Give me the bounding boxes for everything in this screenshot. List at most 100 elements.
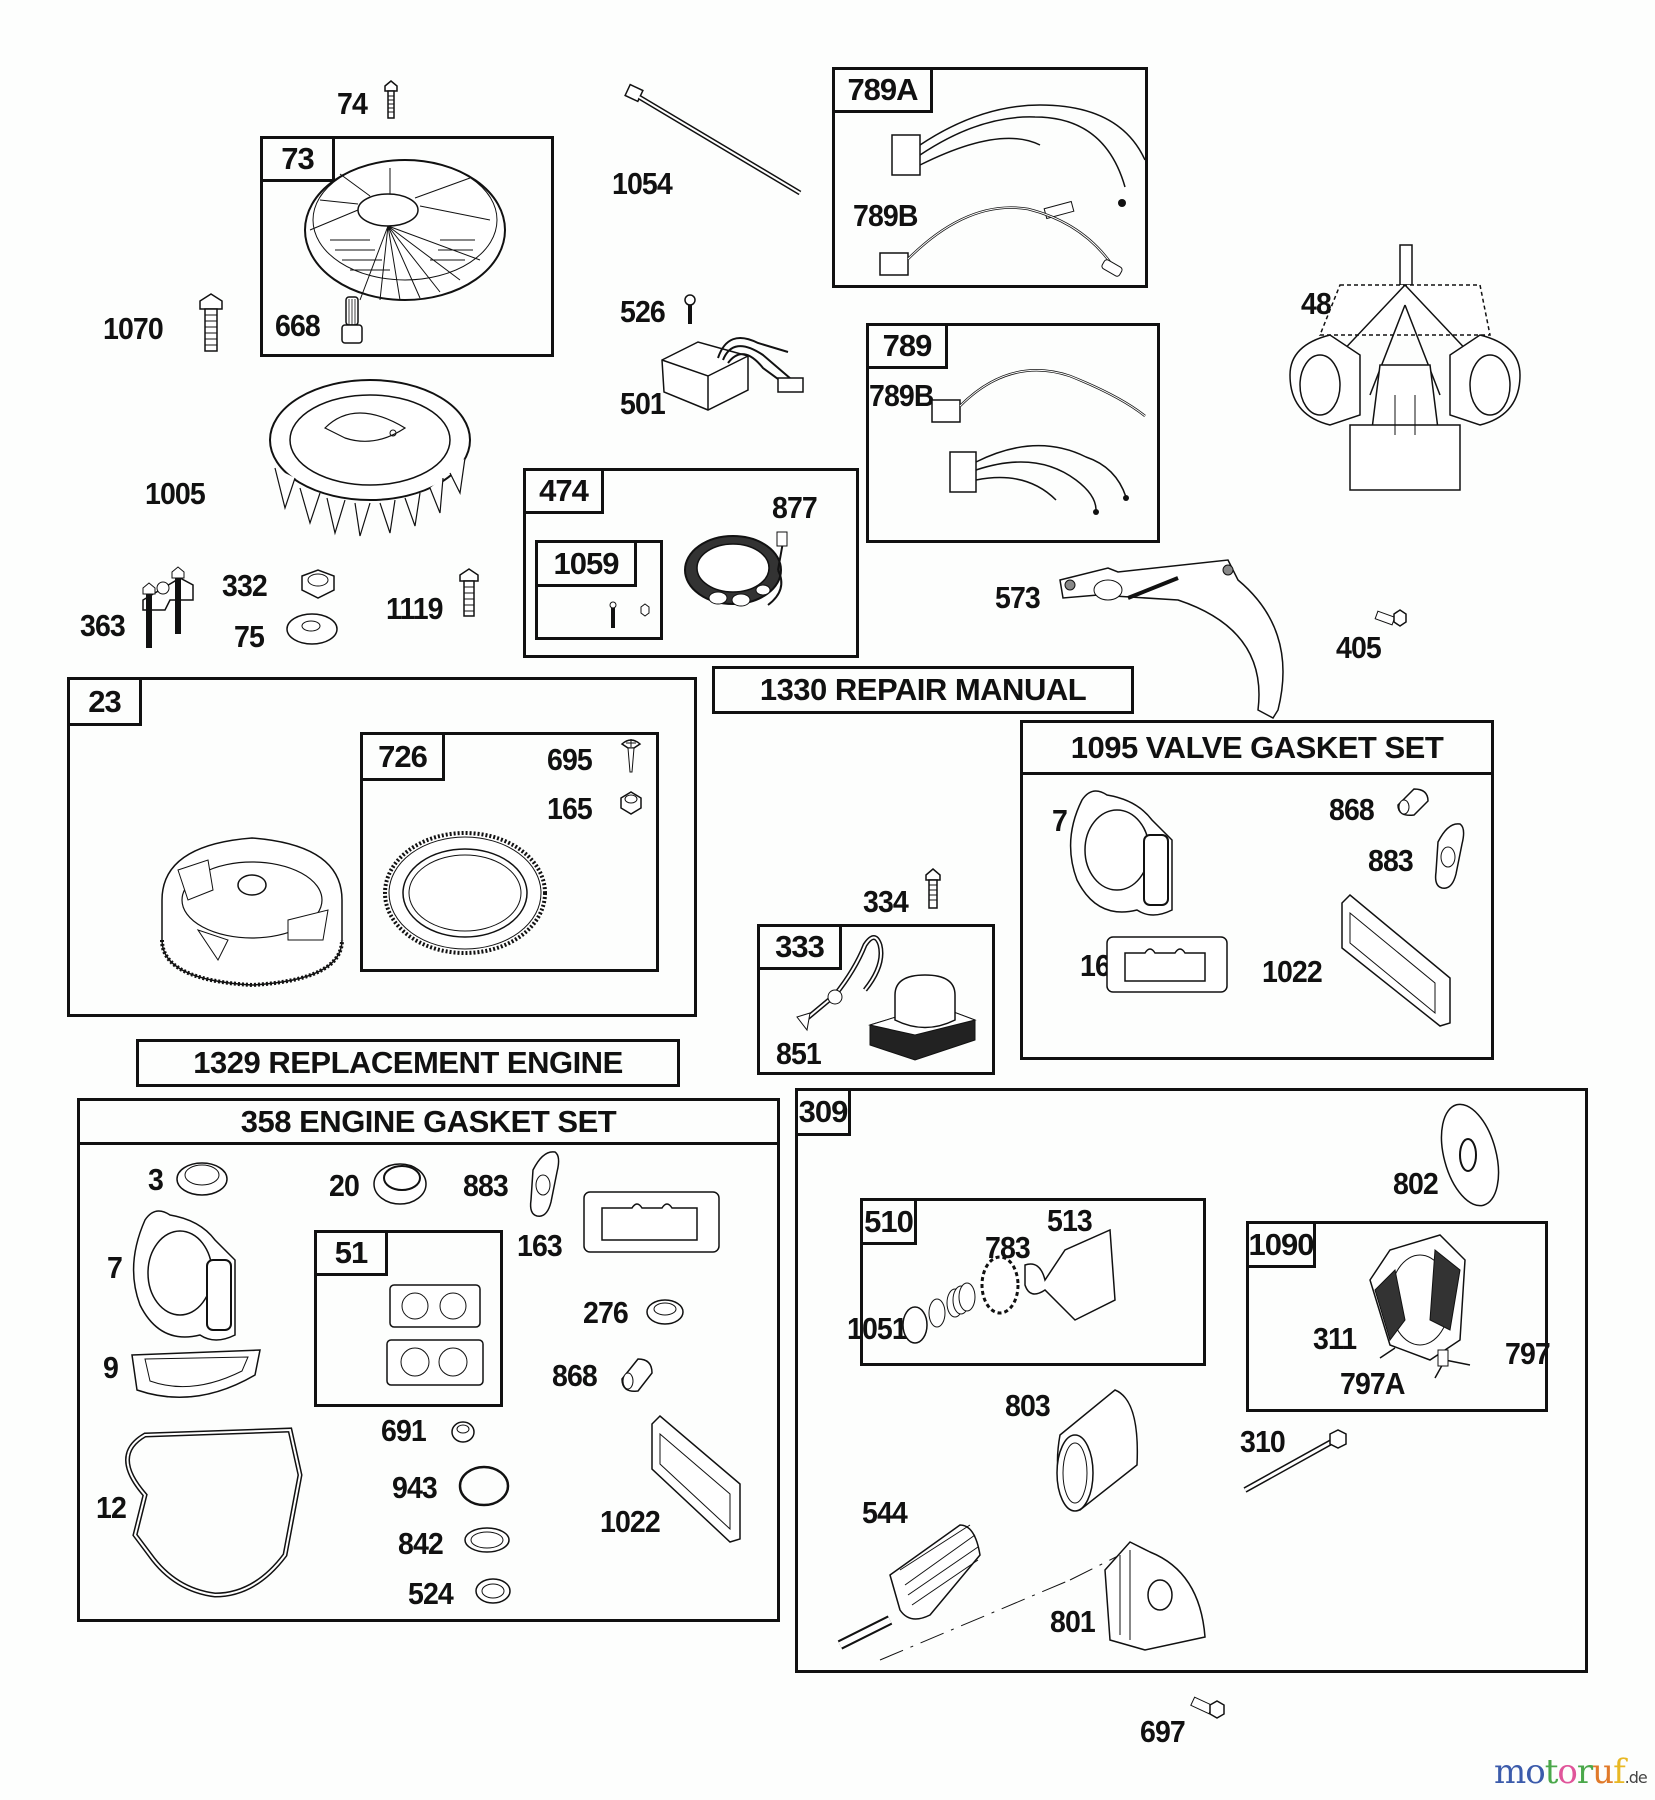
bracket-363-icon — [135, 550, 210, 648]
box-1059-tag: 1059 — [535, 540, 637, 587]
label-877: 877 — [772, 490, 818, 525]
gasket-1022-1095-icon — [1340, 893, 1455, 1028]
label-358-3: 3 — [148, 1162, 164, 1197]
wire-harness-789a-icon — [870, 95, 1140, 280]
screw-405-icon — [1374, 608, 1408, 630]
box-1090: 1090 — [1246, 1221, 1548, 1412]
label-851: 851 — [776, 1036, 822, 1071]
box-73-tag: 73 — [260, 136, 335, 182]
label-309-310: 310 — [1240, 1424, 1286, 1459]
label-789b-in-789: 789B — [869, 378, 934, 413]
label-358-9: 9 — [103, 1350, 119, 1385]
exhaust-gaskets-51-icon — [385, 1280, 485, 1390]
box-358-title: 358 ENGINE GASKET SET — [80, 1101, 777, 1145]
label-1090-311: 311 — [1313, 1321, 1357, 1356]
cable-tie-1054-icon — [625, 85, 805, 200]
label-358-7: 7 — [107, 1250, 123, 1285]
box-726: 726 — [360, 732, 659, 972]
label-697: 697 — [1140, 1714, 1186, 1749]
box-1090-tag: 1090 — [1246, 1221, 1316, 1268]
box-1059: 1059 — [535, 540, 663, 640]
fan-1005-icon — [265, 378, 475, 543]
label-358-1022: 1022 — [600, 1504, 661, 1539]
seal-868-icon — [1394, 785, 1430, 819]
box-333: 333 — [757, 924, 995, 1075]
box-726-tag: 726 — [360, 732, 445, 781]
label-405: 405 — [1336, 630, 1382, 665]
screw-697-icon — [1190, 1695, 1226, 1725]
wire-harness-789-icon — [930, 370, 1150, 515]
label-309-801: 801 — [1050, 1604, 1096, 1639]
box-1095-title: 1095 VALVE GASKET SET — [1023, 723, 1491, 775]
box-789a: 789A — [832, 67, 1148, 288]
label-165: 165 — [547, 791, 593, 826]
label-358-842: 842 — [398, 1526, 444, 1561]
gasket-163-358-icon — [582, 1190, 722, 1255]
wm-letter: r — [1576, 1752, 1593, 1792]
box-510-tag: 510 — [860, 1198, 917, 1245]
replacement-engine-banner: 1329 REPLACEMENT ENGINE — [136, 1039, 680, 1087]
seal-691-icon — [450, 1420, 476, 1444]
shield-573-icon — [1058, 560, 1288, 720]
screw-526-icon — [683, 294, 697, 324]
label-309-544: 544 — [862, 1495, 908, 1530]
wm-letter: o — [1557, 1752, 1578, 1792]
label-75: 75 — [234, 619, 265, 654]
wm-letter: f — [1613, 1752, 1626, 1792]
label-1005: 1005 — [145, 476, 206, 511]
housing-803-icon — [1040, 1385, 1140, 1515]
end-cap-802-icon — [1440, 1100, 1500, 1210]
label-74: 74 — [337, 86, 368, 121]
screw-334-icon — [924, 868, 942, 910]
label-510-1051: 1051 — [847, 1311, 908, 1346]
wm-letter: o — [1525, 1752, 1546, 1792]
label-789b-in-789a: 789B — [853, 198, 918, 233]
label-510-783: 783 — [985, 1230, 1031, 1265]
label-358-276: 276 — [583, 1295, 629, 1330]
box-789-tag: 789 — [866, 323, 948, 369]
label-573: 573 — [995, 580, 1041, 615]
brush-holder-1090-icon — [1350, 1230, 1510, 1385]
box-51-tag: 51 — [314, 1230, 388, 1276]
wm-letter: m — [1494, 1752, 1526, 1792]
label-363: 363 — [80, 608, 126, 643]
label-668: 668 — [275, 308, 321, 343]
nut-332-icon — [298, 568, 338, 600]
bolt-1119-icon — [458, 568, 480, 618]
label-358-943: 943 — [392, 1470, 438, 1505]
gasket-1022-358-icon — [650, 1414, 745, 1544]
label-1095-7: 7 — [1052, 803, 1068, 838]
seal-20-icon — [372, 1160, 428, 1208]
crankcase-gasket-12-icon — [115, 1425, 335, 1600]
label-1090-797a: 797A — [1340, 1366, 1405, 1401]
label-358-20: 20 — [329, 1168, 360, 1203]
label-332: 332 — [222, 568, 268, 603]
screw-695-icon — [620, 739, 642, 774]
head-gasket-1095-icon — [1072, 785, 1182, 920]
ring-gear-726-icon — [380, 828, 550, 958]
seal-3-icon — [175, 1160, 230, 1198]
label-358-524: 524 — [408, 1576, 454, 1611]
label-358-868: 868 — [552, 1358, 598, 1393]
pin-668-icon — [340, 295, 364, 345]
box-309-tag: 309 — [795, 1088, 851, 1136]
head-gasket-7-358-icon — [135, 1205, 245, 1345]
drive-assembly-510-icon — [895, 1205, 1115, 1355]
box-1095-valve-gasket-set: 1095 VALVE GASKET SET — [1020, 720, 1494, 1060]
seal-524-icon — [474, 1577, 512, 1605]
ignition-coil-333-icon — [785, 935, 985, 1065]
gasket-883-358-icon — [525, 1150, 561, 1220]
gasket-9-icon — [130, 1345, 265, 1400]
bolt-310-icon — [1240, 1430, 1350, 1500]
screw-nut-1059-icon — [605, 600, 655, 628]
label-1070: 1070 — [103, 311, 164, 346]
wm-suffix: .de — [1624, 1768, 1648, 1787]
nut-165-icon — [618, 790, 644, 816]
box-309: 309 — [795, 1088, 1588, 1673]
label-526: 526 — [620, 294, 666, 329]
label-695: 695 — [547, 742, 593, 777]
label-1095-883: 883 — [1368, 843, 1414, 878]
bolt-1070-icon — [198, 293, 224, 353]
blower-housing-icon — [300, 160, 500, 310]
box-51: 51 — [314, 1230, 503, 1407]
